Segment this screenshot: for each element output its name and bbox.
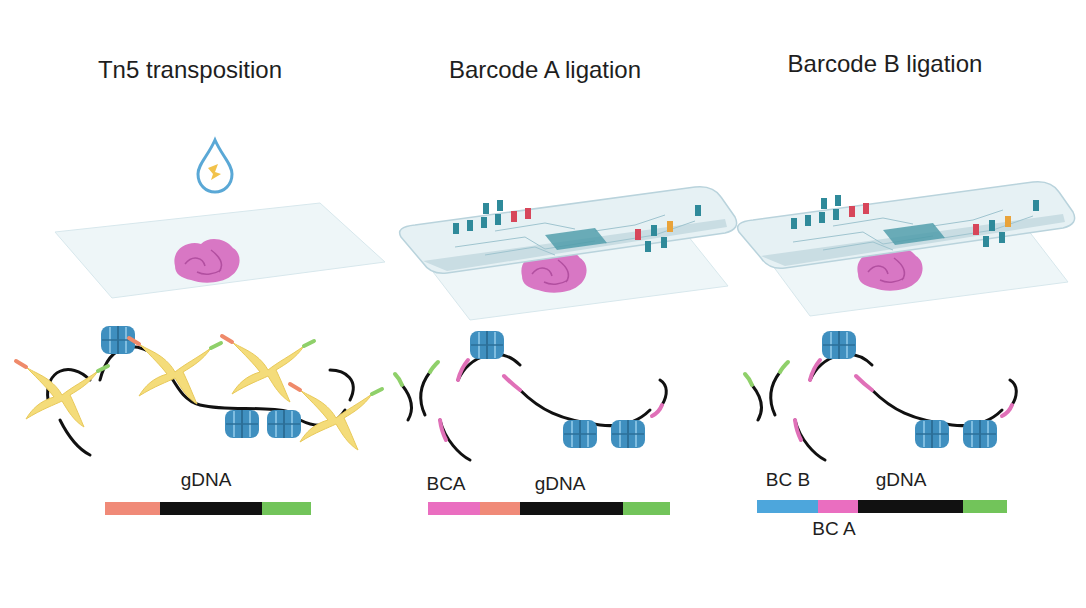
- segment-label: gDNA: [181, 469, 232, 491]
- segment-label: gDNA: [876, 469, 927, 491]
- panel-heading: Barcode B ligation: [788, 50, 983, 78]
- segment-label: BC A: [812, 518, 855, 540]
- segment-label: BC B: [766, 469, 810, 491]
- panel-heading: Barcode A ligation: [449, 56, 641, 84]
- panel-heading: Tn5 transposition: [98, 56, 282, 84]
- segment-label: BCA: [426, 473, 465, 495]
- segment-label: gDNA: [535, 473, 586, 495]
